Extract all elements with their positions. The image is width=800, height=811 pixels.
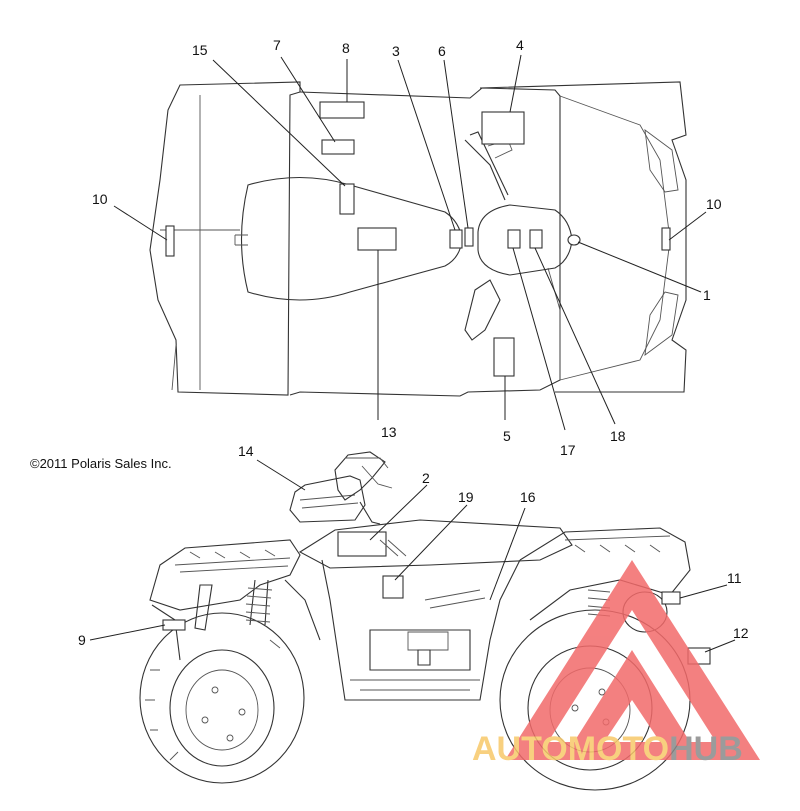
callout-2: 2 [422, 470, 430, 486]
callout-4: 4 [516, 37, 524, 53]
callout-9: 9 [78, 632, 86, 648]
callout-11: 11 [727, 570, 742, 586]
callout-12: 12 [733, 625, 749, 641]
watermark-triangle-icon [505, 560, 760, 760]
callouts: 15 7 8 3 6 4 10 10 1 13 5 17 18 14 2 19 … [78, 37, 749, 648]
callout-7: 7 [273, 37, 281, 53]
watermark-auto: AUTO [472, 730, 568, 768]
callout-5: 5 [503, 428, 511, 444]
watermark-moto: MOTO [568, 730, 669, 768]
callout-19: 19 [458, 489, 474, 505]
callout-1: 1 [703, 287, 711, 303]
callout-8: 8 [342, 40, 350, 56]
callout-14: 14 [238, 443, 254, 459]
top-view [149, 81, 687, 397]
copyright-text: ©2011 Polaris Sales Inc. [30, 456, 172, 471]
svg-text:AUTOMOTOHUB: AUTOMOTOHUB [472, 730, 743, 768]
callout-18: 18 [610, 428, 626, 444]
callout-17: 17 [560, 442, 576, 458]
leader-lines [89, 54, 736, 653]
callout-6: 6 [438, 43, 446, 59]
watermark-hub: HUB [669, 730, 743, 768]
callout-3: 3 [392, 43, 400, 59]
callout-10-left: 10 [92, 191, 108, 207]
watermark-inner-icon [574, 650, 690, 742]
callout-16: 16 [520, 489, 536, 505]
watermark-logo: AUTOMOTOHUB [472, 560, 760, 768]
callout-15: 15 [192, 42, 208, 58]
callout-13: 13 [381, 424, 397, 440]
callout-10-right: 10 [706, 196, 722, 212]
